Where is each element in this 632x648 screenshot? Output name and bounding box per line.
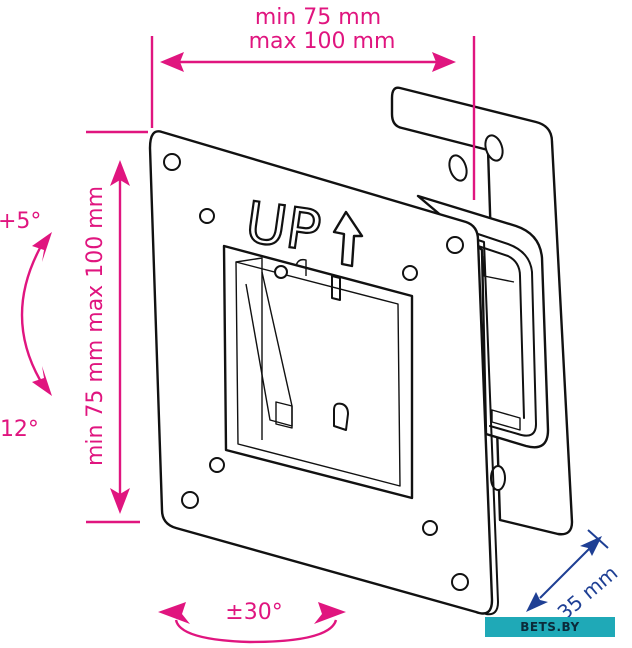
up-logo: UP xyxy=(241,190,324,265)
watermark-badge: BETS.BY xyxy=(485,617,615,637)
hook-bottom xyxy=(333,402,349,431)
plate-hole-top-right-inner xyxy=(402,265,418,281)
depth-dimension: 35 mm xyxy=(526,529,623,625)
vesa-plate: UP xyxy=(148,130,499,616)
cutout-hole xyxy=(274,265,288,279)
height-range-label: min 75 mm max 100 mm xyxy=(83,186,108,466)
watermark-text: BETS.BY xyxy=(520,620,580,634)
height-dimension: min 75 mm max 100 mm xyxy=(83,130,148,524)
up-arrow-icon xyxy=(332,210,364,268)
plate-hole-bottom-left-inner xyxy=(209,457,225,473)
plate-hole-bottom-left-outer xyxy=(181,491,199,509)
bracket-hole-bottom xyxy=(490,465,506,491)
bracket-hole-top-left xyxy=(448,154,468,182)
width-min-label: min 75 mm xyxy=(255,5,381,30)
swivel-label: ±30° xyxy=(225,600,282,625)
plate-hole-bottom-right-inner xyxy=(422,520,438,536)
tilt-indicator: +5° -12° xyxy=(0,209,52,442)
width-max-label: max 100 mm xyxy=(249,29,396,54)
swivel-indicator: ±30° xyxy=(158,600,346,644)
hook-top xyxy=(331,275,341,301)
tilt-up-label: +5° xyxy=(0,209,41,234)
tilt-down-label: -12° xyxy=(0,417,39,442)
bracket-hole-top-right xyxy=(484,134,504,162)
plate-hole-bottom-right-outer xyxy=(451,573,469,591)
hinge-block xyxy=(416,194,550,449)
plate-hole-top-left-outer xyxy=(163,153,181,171)
plate-hole-top-right-outer xyxy=(446,236,464,254)
depth-label: 35 mm xyxy=(553,561,623,625)
plate-hole-top-left-inner xyxy=(199,208,215,224)
width-dimension: min 75 mm max 100 mm xyxy=(150,5,476,200)
